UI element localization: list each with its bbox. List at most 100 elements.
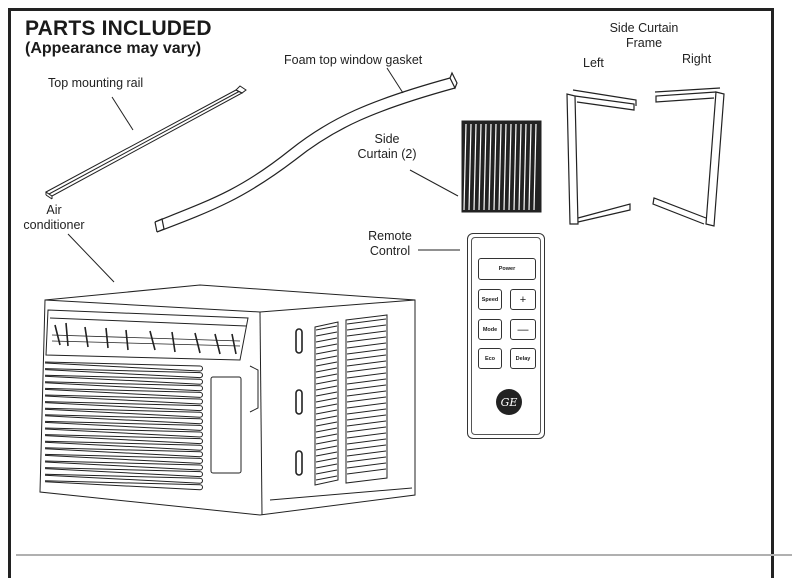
side-louver-slat <box>346 468 387 475</box>
side-louver-slat <box>346 462 387 469</box>
remote-speed-button[interactable]: Speed <box>478 289 502 310</box>
side-louver-slat <box>346 354 387 361</box>
side-louver-slat <box>315 469 338 475</box>
foam-gasket-drawing <box>154 71 458 233</box>
remote-mode-button[interactable]: Mode <box>478 319 502 340</box>
side-louver-slat <box>315 385 338 391</box>
side-louver-slat <box>346 384 387 391</box>
side-louver-slat <box>315 403 338 409</box>
side-louver-slat <box>315 463 338 469</box>
grille-slat <box>44 440 203 451</box>
grille-slat <box>44 361 203 372</box>
side-louver-slat <box>346 396 387 403</box>
label-air-conditioner: Air conditioner <box>18 203 90 233</box>
curtain-pleat <box>478 123 482 211</box>
leader-line-rail <box>111 96 134 131</box>
curtain-pleat <box>503 123 507 211</box>
side-louver-slat <box>315 421 338 427</box>
side-louver-slat <box>315 409 338 415</box>
side-louver-slat <box>346 318 387 325</box>
label-side-curtain-line2: Curtain (2) <box>357 147 417 161</box>
remote-control: Power Speed + Mode — Eco Delay GE <box>467 233 545 439</box>
leader-line-air-conditioner <box>67 233 115 283</box>
grille-slat <box>44 368 203 379</box>
grille-slat <box>44 401 203 412</box>
grille-slat <box>44 387 203 398</box>
leader-line-gasket <box>386 67 404 94</box>
side-louver-slat <box>346 420 387 427</box>
air-conditioner-drawing <box>39 284 416 516</box>
side-louver-slat <box>346 330 387 337</box>
front-grille-drawing <box>44 361 203 491</box>
side-handle-top <box>295 328 303 354</box>
curtain-pleat <box>513 123 517 211</box>
grille-slat <box>44 420 203 431</box>
curtain-pleat <box>473 123 477 211</box>
side-louver-slat <box>346 402 387 409</box>
side-louver-slat <box>346 450 387 457</box>
side-curtain-frame-right-drawing <box>652 87 725 227</box>
grille-slat <box>44 374 203 385</box>
side-louver-slat <box>346 390 387 397</box>
side-curtain-drawing <box>461 120 542 213</box>
side-curtain-frame-left-drawing <box>566 89 637 225</box>
side-louver-slat <box>346 432 387 439</box>
label-remote-control: Remote Control <box>362 229 418 259</box>
side-louver-slat <box>315 379 338 385</box>
label-side-curtain-frame-line2: Frame <box>625 36 663 50</box>
side-louver-slat <box>346 336 387 343</box>
side-louvers-drawing <box>315 318 387 481</box>
remote-plus-button[interactable]: + <box>510 289 536 310</box>
side-louver-slat <box>315 433 338 439</box>
grille-slat <box>44 447 203 458</box>
grille-slat <box>44 381 203 392</box>
grille-slat <box>44 414 203 425</box>
grille-slat <box>44 467 203 478</box>
side-louver-slat <box>315 373 338 379</box>
side-louver-slat <box>346 372 387 379</box>
curtain-pleat <box>523 123 527 211</box>
side-louver-slat <box>346 348 387 355</box>
side-louver-slat <box>346 342 387 349</box>
side-louver-slat <box>315 415 338 421</box>
label-frame-right: Right <box>682 52 712 66</box>
side-louver-slat <box>315 367 338 373</box>
label-side-curtain: Side Curtain (2) <box>352 132 422 162</box>
ge-logo-icon: GE <box>496 389 522 415</box>
side-louver-slat <box>315 439 338 445</box>
curtain-pleat <box>493 123 497 211</box>
grille-slat <box>44 407 203 418</box>
remote-eco-button[interactable]: Eco <box>478 348 502 369</box>
side-louver-slat <box>346 444 387 451</box>
grille-slat <box>44 453 203 464</box>
curtain-pleat <box>533 123 537 211</box>
curtain-pleat <box>483 123 487 211</box>
side-louver-slat <box>315 451 338 457</box>
remote-delay-button[interactable]: Delay <box>510 348 536 369</box>
side-louver-slat <box>315 397 338 403</box>
side-louver-slat <box>315 343 338 349</box>
grille-slat <box>44 460 203 471</box>
grille-slat <box>44 480 203 491</box>
side-louver-slat <box>346 408 387 415</box>
side-louver-slat <box>315 361 338 367</box>
label-air-conditioner-line1: Air <box>46 203 62 217</box>
curtain-pleat <box>518 123 522 211</box>
label-remote-control-line1: Remote <box>368 229 412 243</box>
label-remote-control-line2: Control <box>369 244 411 258</box>
section-title: PARTS INCLUDED <box>25 17 212 40</box>
side-louver-slat <box>346 324 387 331</box>
side-louver-slat <box>315 349 338 355</box>
label-frame-left: Left <box>583 56 604 70</box>
remote-power-button[interactable]: Power <box>478 258 536 280</box>
side-louver-slat <box>346 414 387 421</box>
grille-slat <box>44 394 203 405</box>
label-side-curtain-line1: Side <box>374 132 400 146</box>
side-louver-slat <box>315 331 338 337</box>
grille-slat <box>44 427 203 438</box>
label-air-conditioner-line2: conditioner <box>23 218 85 232</box>
label-side-curtain-frame: Side Curtain Frame <box>600 21 688 51</box>
curtain-pleat <box>468 123 472 211</box>
grille-slat <box>44 473 203 484</box>
remote-minus-button[interactable]: — <box>510 319 536 340</box>
